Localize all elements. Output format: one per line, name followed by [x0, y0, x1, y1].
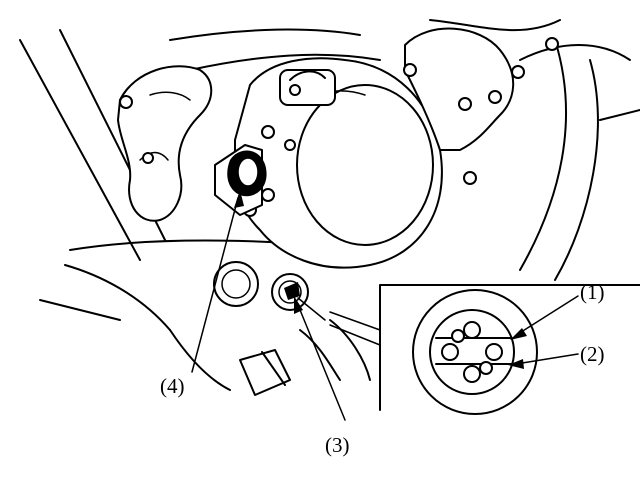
oil-inspection-window [271, 273, 326, 321]
leader-arrows [191, 190, 579, 421]
footpeg-linkage [239, 319, 371, 396]
inset-frame [329, 284, 640, 411]
crankcase-right [403, 27, 559, 185]
callout-1: (1) [580, 280, 605, 304]
crankcase-plug [213, 261, 259, 307]
cylinder-left [117, 65, 213, 222]
callout-4: (4) [160, 374, 185, 398]
oil-filler-cap [214, 144, 267, 216]
inset-window-detail [412, 289, 538, 415]
callout-2: (2) [580, 342, 605, 366]
engine-cover [234, 57, 443, 269]
callout-3: (3) [325, 433, 350, 457]
